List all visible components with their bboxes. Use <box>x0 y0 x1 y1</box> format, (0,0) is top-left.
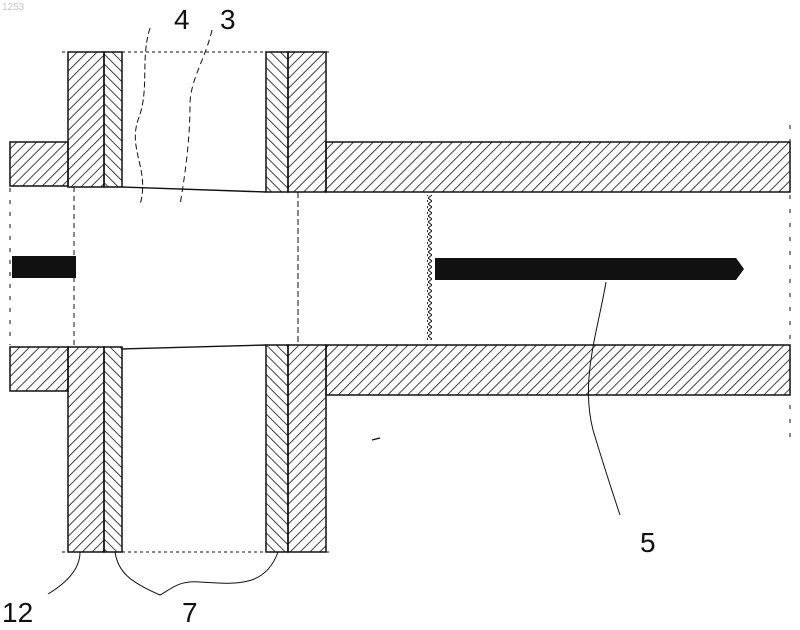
label-5: 5 <box>640 527 656 558</box>
channel-lower-taper <box>122 345 266 349</box>
right-flange-a <box>266 52 288 192</box>
upper-wall-left <box>10 142 68 186</box>
lower-wall-right <box>326 345 790 395</box>
leader-7 <box>115 552 278 595</box>
stray-mark <box>372 438 380 440</box>
lower-wall-left <box>10 347 68 391</box>
label-4: 4 <box>174 4 190 35</box>
leader-3 <box>180 30 212 205</box>
channel-upper-taper <box>122 187 266 192</box>
left-flange-outer-lower <box>68 347 104 552</box>
label-12: 12 <box>2 597 33 628</box>
right-black-rod <box>435 258 744 280</box>
left-flange-inner-lower <box>104 347 122 552</box>
upper-wall-right <box>326 142 790 192</box>
right-flange-a-lower <box>266 345 288 552</box>
leader-5 <box>588 282 620 515</box>
label-7: 7 <box>182 597 198 628</box>
right-flange-b <box>288 52 326 192</box>
leader-12 <box>48 552 80 594</box>
left-flange-inner <box>104 52 122 187</box>
figure-id: 1253 <box>2 2 25 13</box>
leader-4 <box>135 28 150 205</box>
label-3: 3 <box>220 4 236 35</box>
right-flange-b-lower <box>288 345 326 552</box>
serrated-edge <box>427 195 432 340</box>
left-flange-outer <box>68 52 104 187</box>
left-black-rod <box>12 256 76 278</box>
